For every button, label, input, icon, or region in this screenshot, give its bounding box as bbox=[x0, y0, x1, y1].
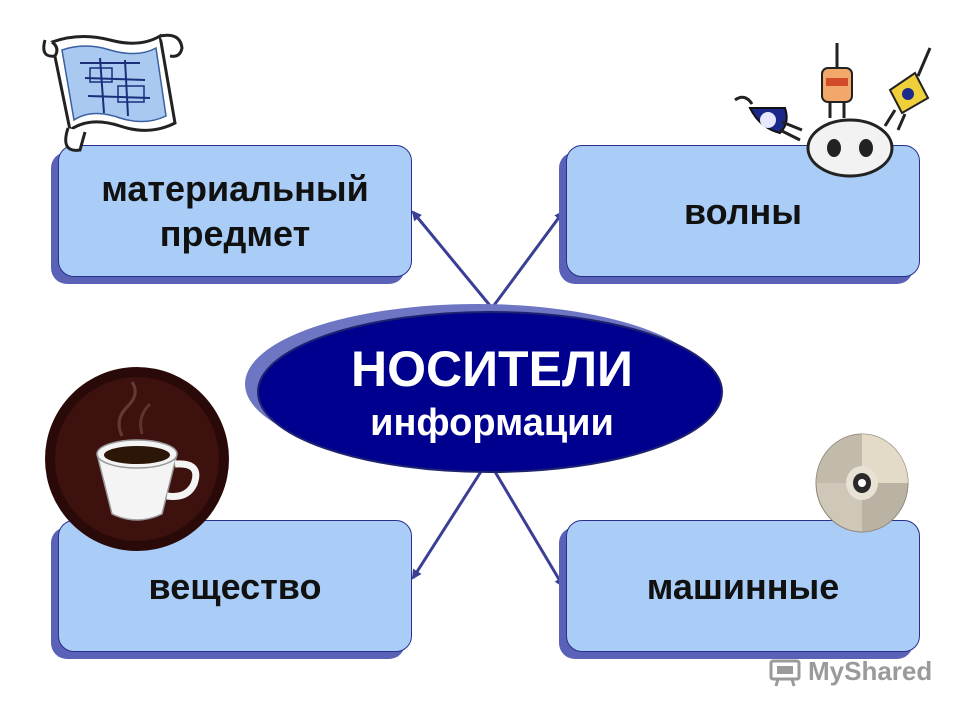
myshared-watermark: MyShared bbox=[768, 656, 932, 687]
blueprint-scroll-icon bbox=[42, 33, 184, 152]
electric-plugs-icon bbox=[734, 43, 932, 178]
box-material-object: материальный предмет bbox=[58, 145, 412, 277]
center-subtitle: информации bbox=[370, 402, 614, 444]
box-waves-label: волны bbox=[683, 190, 803, 232]
center-title: НОСИТЕЛИ bbox=[351, 341, 633, 397]
box-substance-label: вещество bbox=[148, 565, 322, 607]
center-ellipse bbox=[257, 311, 723, 473]
arrow-to-bottom-right bbox=[492, 469, 565, 588]
box-waves: волны bbox=[566, 145, 920, 277]
myshared-logo-icon bbox=[769, 659, 801, 686]
coffee-cup-icon bbox=[45, 367, 229, 551]
box-machine-label: машинные bbox=[646, 565, 840, 607]
compact-disc-icon bbox=[815, 433, 909, 533]
arrow-to-top-right bbox=[490, 210, 565, 309]
arrow-to-bottom-left bbox=[411, 469, 484, 580]
box-material-object-line2: предмет bbox=[159, 213, 311, 254]
myshared-watermark-text: MyShared bbox=[808, 656, 933, 686]
arrow-to-top-left bbox=[411, 210, 494, 309]
box-material-object-line1: материальный bbox=[101, 168, 369, 209]
box-machine: машинные bbox=[566, 520, 920, 652]
